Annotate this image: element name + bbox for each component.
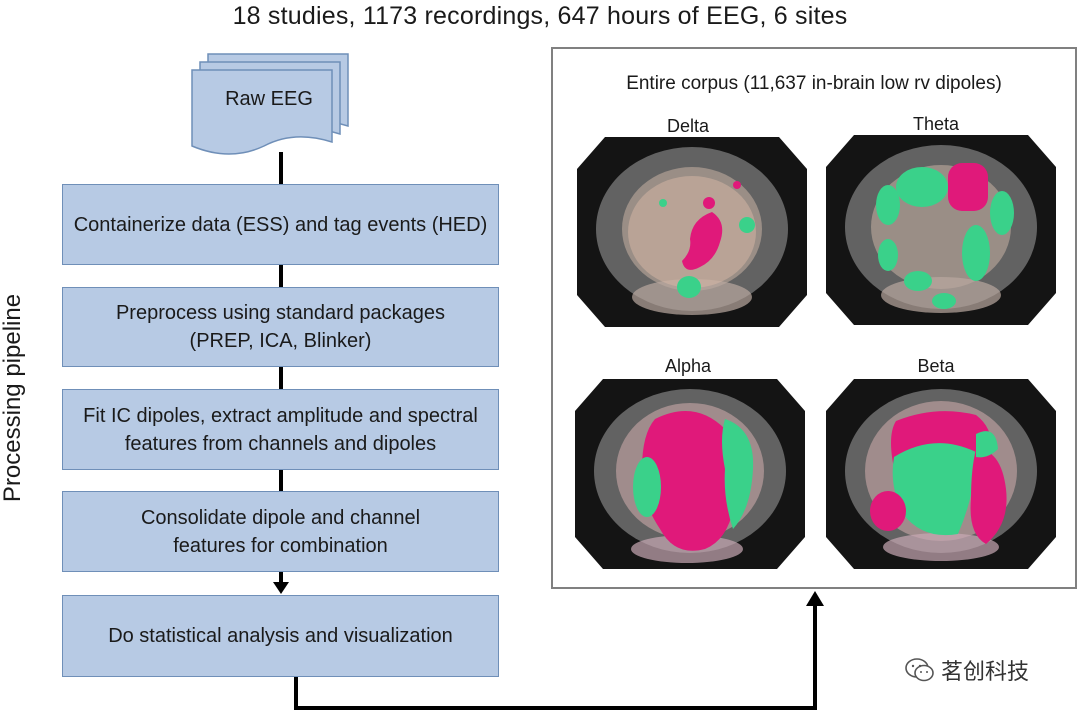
brain-render-beta: [826, 379, 1056, 569]
arrowhead-corpus: [806, 591, 824, 606]
step-consolidate-line2: features for combination: [173, 534, 388, 557]
brain-render-theta: [826, 135, 1056, 325]
step-containerize-line1: Containerize data (ESS) and tag events (…: [73, 213, 488, 236]
step-containerize: Containerize data (ESS) and tag events (…: [62, 184, 499, 265]
band-label-theta: Theta: [912, 114, 960, 134]
arrowhead-step5: [273, 582, 289, 594]
step-fit-dipoles: Fit IC dipoles, extract amplitude and sp…: [62, 389, 499, 470]
step-consolidate-line1: Consolidate dipole and channel: [140, 506, 421, 529]
step-consolidate: Consolidate dipole and channel features …: [62, 491, 499, 572]
step-statistical-analysis-line1: Do statistical analysis and visualizatio…: [108, 625, 453, 647]
band-label-beta: Beta: [917, 356, 955, 376]
step-statistical-analysis: Do statistical analysis and visualizatio…: [62, 595, 499, 677]
band-label-delta: Delta: [666, 116, 710, 136]
step-fit-dipoles-line2: features from channels and dipoles: [124, 432, 437, 455]
watermark-text: 茗创科技: [941, 659, 1030, 684]
raw-eeg-document-icon: [191, 53, 349, 155]
wechat-icon: [905, 658, 934, 682]
corpus-title: Entire corpus (11,637 in-brain low rv di…: [626, 73, 1002, 94]
watermark: 茗创科技: [905, 654, 1075, 686]
band-label-alpha: Alpha: [664, 356, 712, 376]
step-preprocess: Preprocess using standard packages (PREP…: [62, 287, 499, 367]
step-fit-dipoles-line1: Fit IC dipoles, extract amplitude and sp…: [83, 404, 478, 427]
brain-render-alpha: [575, 379, 805, 569]
corpus-panel: Entire corpus (11,637 in-brain low rv di…: [551, 47, 1077, 589]
step-preprocess-line1: Preprocess using standard packages: [115, 302, 446, 324]
raw-eeg-label: Raw EEG: [225, 88, 313, 110]
figure-title: 18 studies, 1173 recordings, 647 hours o…: [232, 2, 848, 30]
connector-to-corpus: [294, 604, 817, 710]
brain-render-delta: [577, 137, 807, 327]
step-preprocess-line2: (PREP, ICA, Blinker): [189, 330, 372, 352]
